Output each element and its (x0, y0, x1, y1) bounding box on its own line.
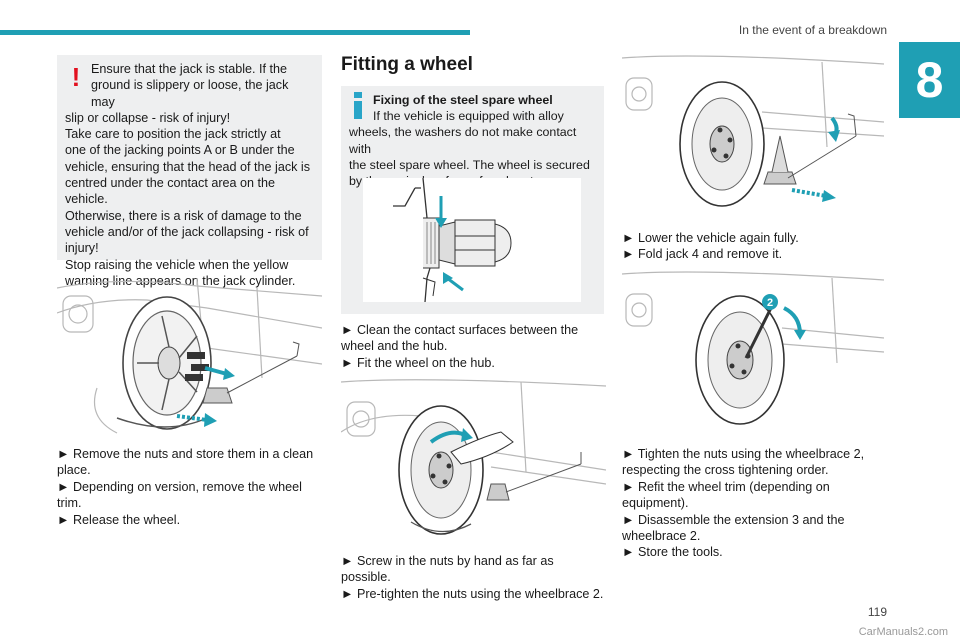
step-line: place. (57, 463, 91, 478)
col3-steps-a: ► Lower the vehicle again fully. ► Fold … (622, 230, 887, 263)
col3-steps-b: ► Tighten the nuts using the wheelbrace … (622, 446, 887, 561)
warning-line: Otherwise, there is a risk of damage to … (65, 208, 302, 223)
step-line: ► Fold jack 4 and remove it. (622, 247, 783, 262)
header-accent-bar (0, 30, 470, 35)
info-line: If the vehicle is equipped with alloy (373, 109, 564, 124)
info-title: Fixing of the steel spare wheel (373, 93, 553, 107)
step-line: wheelbrace 2. (622, 529, 701, 544)
step-line: trim. (57, 496, 82, 511)
section-title: In the event of a breakdown (738, 23, 887, 37)
warning-line: vehicle and/or of the jack collapsing - … (65, 224, 309, 239)
col2-steps-b: ► Screw in the nuts by hand as far as po… (341, 553, 606, 602)
step-line: ► Screw in the nuts by hand as far as po… (341, 554, 554, 585)
col2-steps-a: ► Clean the contact surfaces between the… (341, 322, 606, 371)
step-line: respecting the cross tightening order. (622, 463, 829, 478)
step-line: ► Disassemble the extension 3 and the (622, 512, 845, 527)
info-box: Fixing of the steel spare wheel If the v… (341, 86, 604, 314)
callout-2-badge (762, 294, 778, 310)
warning-icon: ! (71, 62, 81, 92)
step-line: ► Clean the contact surfaces between the (341, 323, 579, 337)
step-line: ► Lower the vehicle again fully. (622, 231, 799, 245)
step-line: ► Depending on version, remove the wheel (57, 479, 302, 494)
section-heading: Fitting a wheel (341, 54, 473, 75)
info-line: wheels, the washers do not make contact … (349, 125, 577, 156)
callout-2-label: 2 (767, 297, 773, 309)
warning-line: warning line appears on the jack cylinde… (65, 273, 296, 288)
figure-fit-wheel (341, 379, 606, 535)
warning-line: Ensure that the jack is stable. If the (91, 62, 288, 76)
warning-line: Take care to position the jack strictly … (65, 127, 281, 142)
warning-line: centred under the contact area on the ve… (65, 176, 276, 207)
figure-wheel-removal (57, 277, 322, 434)
warning-line: slip or collapse - risk of injury! (65, 110, 231, 125)
chapter-number-tab: 8 (899, 42, 960, 118)
watermark: CarManuals2.com (858, 626, 948, 638)
step-line: ► Fit the wheel on the hub. (341, 355, 495, 370)
warning-line: injury! (65, 241, 99, 256)
step-line: equipment). (622, 496, 689, 511)
warning-line: Stop raising the vehicle when the yellow (65, 257, 289, 272)
warning-line: vehicle, ensuring that the head of the j… (65, 159, 311, 174)
warning-line: one of the jacking points A or B under t… (65, 143, 295, 158)
warning-box: ! Ensure that the jack is stable. If the… (57, 55, 322, 288)
step-line: ► Remove the nuts and store them in a cl… (57, 447, 314, 461)
step-line: ► Refit the wheel trim (depending on (622, 479, 830, 494)
step-line: wheel and the hub. (341, 339, 448, 354)
figure-lower-vehicle (622, 55, 884, 207)
figure-conical-nut (363, 178, 581, 302)
step-line: ► Store the tools. (622, 545, 723, 560)
col1-steps: ► Remove the nuts and store them in a cl… (57, 446, 322, 528)
warning-line: ground is slippery or loose, the jack ma… (91, 78, 289, 109)
info-line: the steel spare wheel. The wheel is secu… (349, 157, 590, 172)
info-icon (349, 92, 367, 120)
step-line: ► Tighten the nuts using the wheelbrace … (622, 447, 865, 461)
step-line: ► Release the wheel. (57, 512, 181, 527)
figure-tighten-nuts: 2 (622, 271, 884, 425)
step-line: ► Pre-tighten the nuts using the wheelbr… (341, 586, 604, 601)
page-number: 119 (867, 605, 887, 619)
